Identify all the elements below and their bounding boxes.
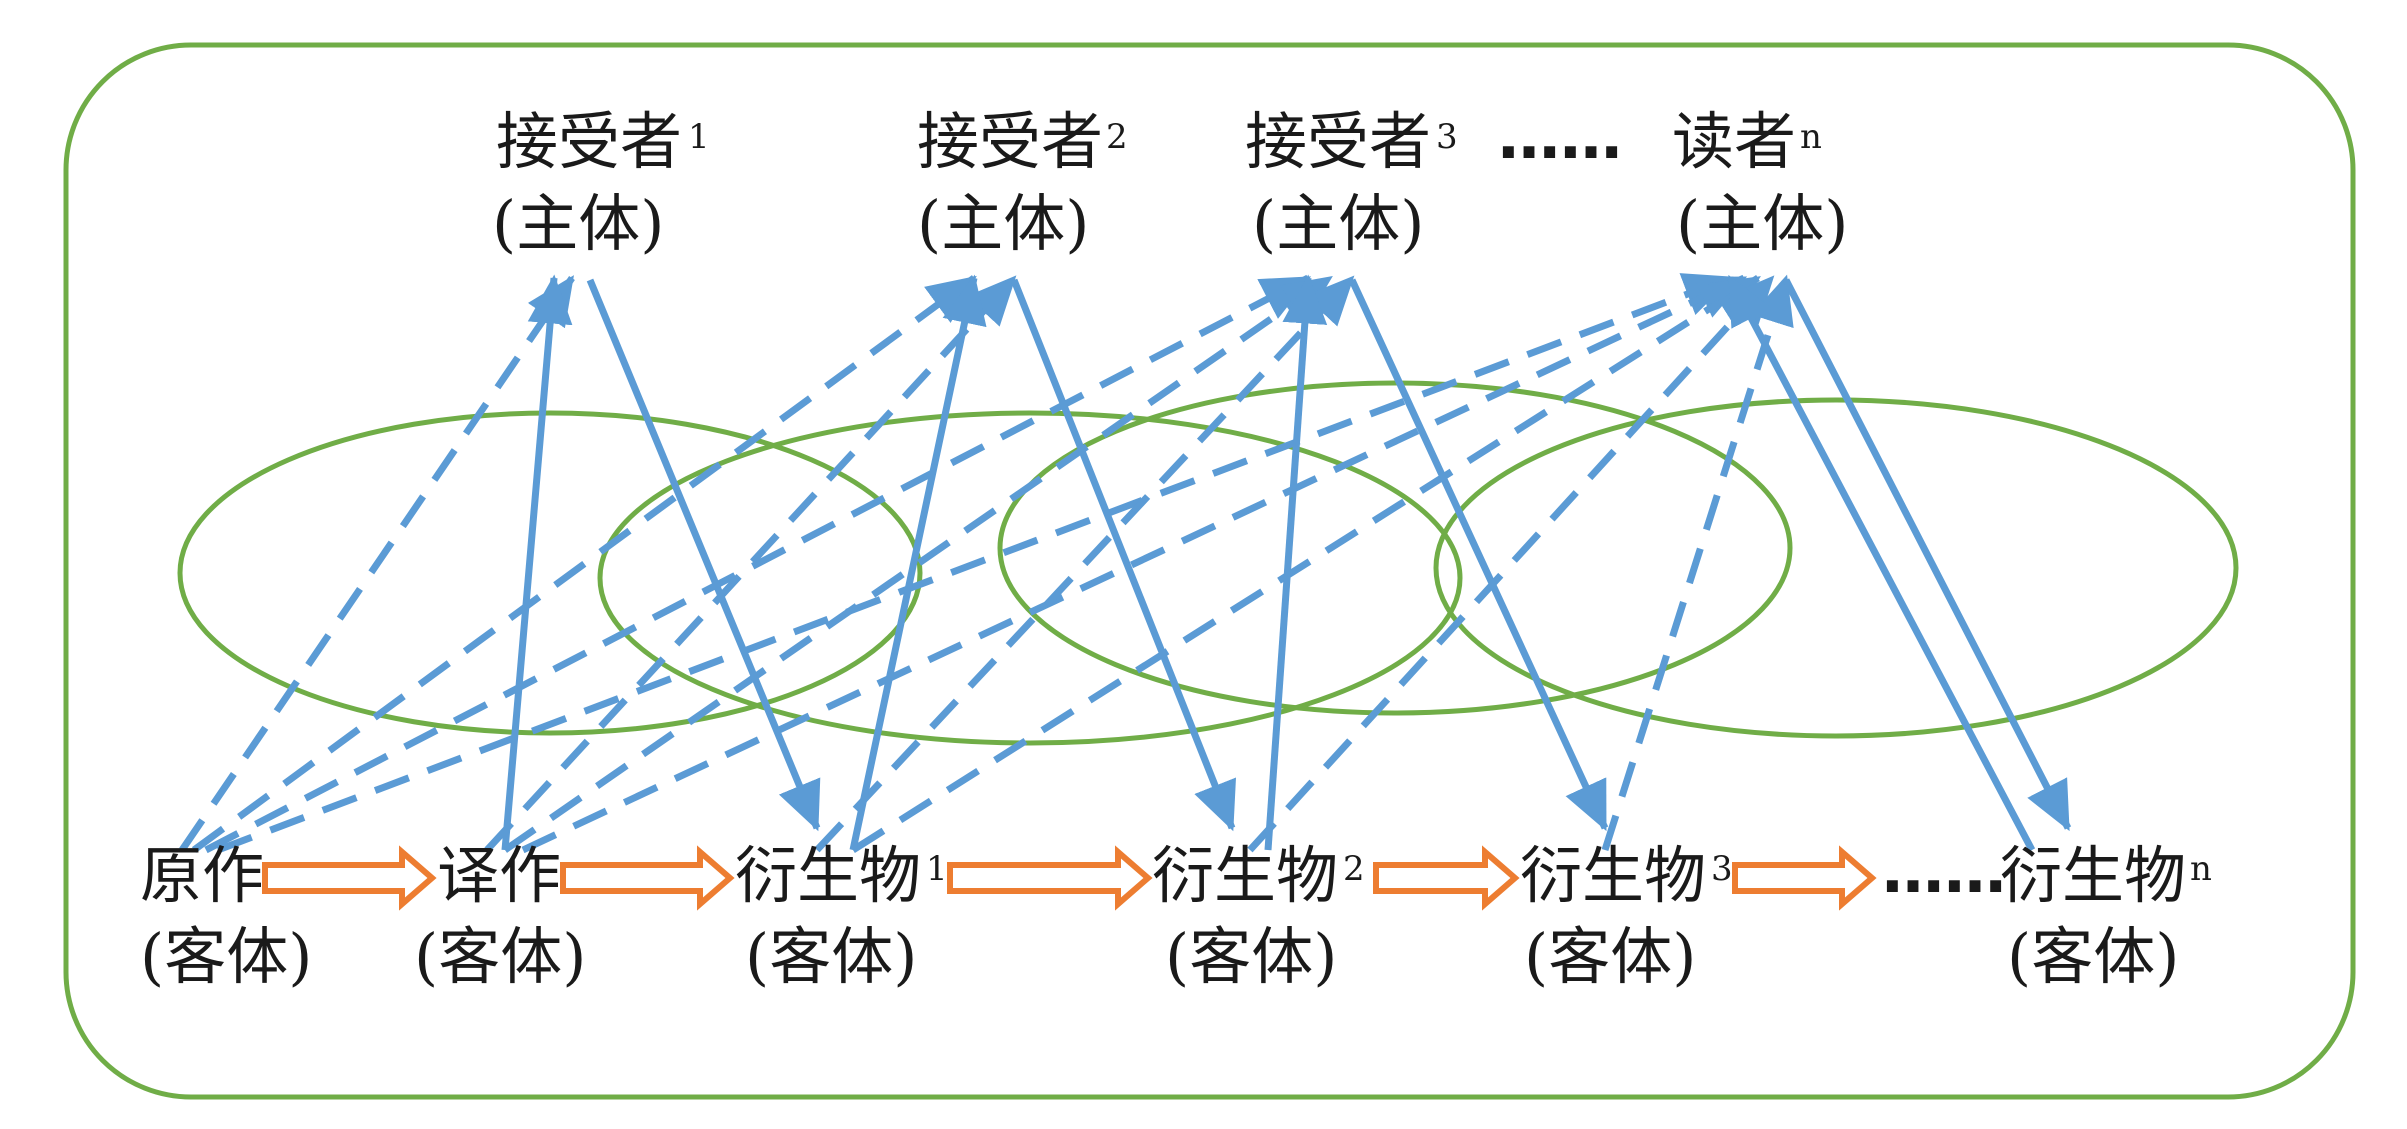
- dashed-link-derivative-1-to-reader-n: [851, 275, 1761, 853]
- solid-link-receiver-2-to-derivative-2: [1010, 278, 1236, 832]
- node-translation-name: 译作: [437, 839, 561, 912]
- solid-links: [501, 274, 2072, 852]
- node-reader-n-sup: n: [1800, 117, 1822, 157]
- node-reader-n-role: (主体): [1676, 187, 1848, 260]
- node-receiver-2-name: 接受者: [917, 105, 1103, 178]
- node-derivative-n: 衍生物 n (客体): [2000, 839, 2212, 993]
- node-original-name: 原作: [140, 839, 264, 912]
- node-derivative-1: 衍生物 1 (客体): [735, 839, 948, 993]
- dashed-link-original-to-receiver-2: [191, 275, 977, 853]
- node-derivative-3-name: 衍生物: [1520, 839, 1706, 912]
- dashed-link-original-to-receiver-3: [204, 274, 1312, 854]
- node-derivative-n-name: 衍生物: [2000, 839, 2186, 912]
- node-receiver-1-role: (主体): [492, 187, 664, 260]
- node-translation: 译作 (客体): [414, 839, 586, 993]
- stage-ellipses: [177, 380, 2239, 746]
- dashed-link-translation-to-receiver-2: [484, 275, 1017, 853]
- flow-arrows: [262, 845, 1877, 911]
- stage-ellipse-3: [997, 380, 1793, 716]
- dashed-link-derivative-1-to-receiver-3: [814, 275, 1355, 853]
- flow-arrow-translation-to-derivative-1: [560, 845, 735, 911]
- node-derivative-n-role: (客体): [2007, 920, 2179, 993]
- node-derivative-3-role: (客体): [1524, 920, 1696, 993]
- node-derivative-1-role: (客体): [745, 920, 917, 993]
- solid-link-derivative-n-to-reader-n: [1726, 274, 2036, 852]
- node-derivative-2-sup: 2: [1343, 849, 1365, 889]
- node-receiver-3: 接受者 3 (主体): [1245, 105, 1458, 260]
- node-receiver-3-sup: 3: [1436, 117, 1458, 157]
- node-derivative-2-name: 衍生物: [1152, 839, 1338, 912]
- node-derivative-3: 衍生物 3 (客体): [1520, 839, 1733, 993]
- node-derivative-1-sup: 1: [926, 849, 948, 889]
- outer-frame: [63, 42, 2356, 1100]
- node-reader-n-name: 读者: [1672, 105, 1796, 178]
- top-nodes: 接受者 1 (主体) 接受者 2 (主体) 接受者 3 (主体) …… 读者 n…: [492, 100, 1848, 260]
- node-receiver-2: 接受者 2 (主体): [917, 105, 1128, 260]
- dashed-links: [179, 273, 1794, 854]
- node-receiver-3-name: 接受者: [1245, 105, 1431, 178]
- stage-ellipse-4: [1433, 397, 2239, 739]
- top-ellipsis: ……: [1498, 100, 1622, 173]
- node-derivative-3-sup: 3: [1711, 849, 1733, 889]
- dashed-link-derivative-2-to-reader-n: [1247, 275, 1775, 853]
- solid-link-receiver-1-to-derivative-1: [586, 278, 821, 832]
- node-receiver-1-sup: 1: [688, 117, 710, 157]
- flow-arrow-derivative-3-to-derivative-n: [1732, 845, 1877, 911]
- node-reader-n: 读者 n (主体): [1672, 105, 1848, 260]
- node-receiver-1: 接受者 1 (主体): [492, 105, 710, 260]
- node-receiver-3-role: (主体): [1252, 187, 1424, 260]
- node-receiver-1-name: 接受者: [496, 105, 682, 178]
- flow-arrow-derivative-2-to-derivative-3: [1373, 845, 1520, 911]
- dashed-link-translation-to-reader-n: [521, 274, 1748, 854]
- bottom-nodes: 原作 (客体) 译作 (客体) 衍生物 1 (客体) 衍生物 2 (客体) 衍生…: [140, 834, 2212, 993]
- node-original: 原作 (客体): [140, 839, 312, 993]
- bottom-ellipsis: ……: [1882, 834, 2006, 907]
- solid-link-reader-n-to-derivative-n: [1782, 278, 2072, 832]
- node-derivative-2-role: (客体): [1165, 920, 1337, 993]
- flow-arrow-original-to-translation: [262, 845, 437, 911]
- node-derivative-2: 衍生物 2 (客体): [1152, 839, 1365, 993]
- node-derivative-n-sup: n: [2190, 849, 2212, 889]
- dashed-link-original-to-receiver-1: [179, 275, 575, 852]
- solid-link-derivative-2-to-receiver-3: [1264, 274, 1328, 851]
- node-original-role: (客体): [140, 920, 312, 993]
- solid-link-receiver-3-to-derivative-3: [1348, 278, 1609, 832]
- flow-arrow-derivative-1-to-derivative-2: [947, 845, 1153, 911]
- dashed-link-derivative-3-to-reader-n: [1601, 274, 1794, 852]
- node-translation-role: (客体): [414, 920, 586, 993]
- stage-ellipse-1: [177, 410, 923, 736]
- stage-ellipse-2: [597, 410, 1463, 746]
- node-receiver-2-sup: 2: [1106, 117, 1128, 157]
- node-receiver-2-role: (主体): [917, 187, 1089, 260]
- solid-link-translation-to-receiver-1: [501, 274, 573, 851]
- dashed-link-original-to-reader-n: [216, 273, 1734, 854]
- node-derivative-1-name: 衍生物: [735, 839, 921, 912]
- solid-link-derivative-1-to-receiver-2: [849, 274, 987, 851]
